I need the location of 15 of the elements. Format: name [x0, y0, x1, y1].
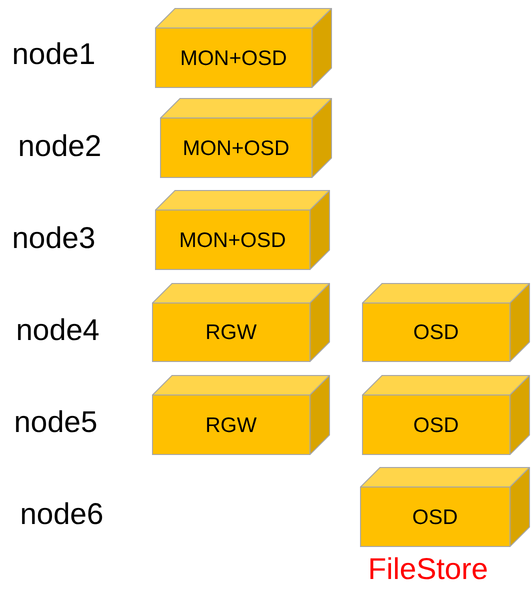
box-label: MON+OSD: [180, 48, 287, 68]
box-label: OSD: [413, 414, 459, 436]
box-label: OSD: [412, 506, 458, 528]
box-label: RGW: [205, 322, 257, 343]
box-label: MON+OSD: [179, 230, 286, 250]
box-label: RGW: [205, 414, 257, 436]
row-label: node5: [14, 408, 98, 438]
row-label: node2: [18, 132, 102, 162]
row-label: node3: [12, 224, 96, 254]
row-label: node4: [16, 316, 100, 346]
node-label: FileStore: [368, 555, 488, 585]
box-label: MON+OSD: [182, 138, 290, 158]
row-label: node6: [20, 500, 104, 530]
box-label: OSD: [413, 322, 459, 343]
row-label: node1: [12, 40, 96, 70]
